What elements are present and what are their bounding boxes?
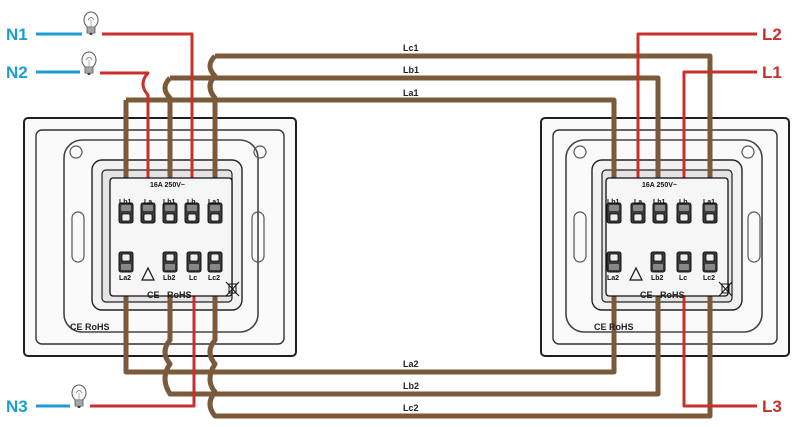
ce-rohs-mark: CE RoHS bbox=[594, 322, 634, 332]
weee-bin-icon bbox=[225, 281, 240, 297]
terminal-label: La bbox=[144, 199, 152, 206]
wire-n3-live bbox=[90, 263, 196, 408]
terminal-screw bbox=[140, 202, 156, 224]
rohs-mark: RoHS bbox=[167, 290, 192, 300]
wire-la2 bbox=[123, 258, 617, 375]
ce-mark: CE bbox=[640, 290, 653, 300]
ce-rohs-mark: CE RoHS bbox=[70, 322, 110, 332]
terminal-screw bbox=[162, 251, 178, 273]
wire-label-lb1: Lb1 bbox=[403, 65, 419, 75]
terminal-screw bbox=[652, 202, 668, 224]
terminal-label: La1 bbox=[703, 199, 715, 206]
terminal-label: Lb1 bbox=[119, 199, 132, 206]
wire-lb1 bbox=[170, 75, 661, 218]
switch-spec-label: 16A 250V~ bbox=[642, 182, 677, 189]
terminal-screw bbox=[207, 202, 223, 224]
terminal-label: La bbox=[634, 199, 642, 206]
terminal-l2: L2 bbox=[762, 25, 782, 44]
terminal-l3: L3 bbox=[762, 397, 782, 416]
wire-l1-live bbox=[682, 70, 757, 213]
terminal-n1: N1 bbox=[6, 25, 28, 44]
terminal-l1: L1 bbox=[762, 63, 782, 82]
rohs-mark: RoHS bbox=[660, 290, 685, 300]
terminal-label: Lc2 bbox=[703, 275, 715, 282]
wire-l3-live bbox=[682, 263, 757, 408]
terminal-screw bbox=[702, 202, 718, 224]
wire-label-la1: La1 bbox=[403, 88, 419, 98]
switch-spec-label: 16A 250V~ bbox=[150, 182, 185, 189]
wire-label-la2: La2 bbox=[403, 359, 419, 369]
terminal-label: Lb1 bbox=[653, 199, 666, 206]
terminal-label: Lb1 bbox=[163, 199, 176, 206]
terminal-n3: N3 bbox=[6, 397, 28, 416]
wire-label-lb2: Lb2 bbox=[403, 381, 419, 391]
terminal-label: Lc2 bbox=[208, 275, 220, 282]
terminal-n2: N2 bbox=[6, 63, 28, 82]
wire-n1-live bbox=[102, 32, 194, 213]
light-bulb-icon bbox=[83, 11, 99, 36]
terminal-screw bbox=[118, 202, 134, 224]
wire-label-lc1: Lc1 bbox=[403, 43, 419, 53]
terminal-screw bbox=[702, 251, 718, 273]
light-bulb-icon bbox=[71, 384, 87, 409]
terminal-screw bbox=[630, 202, 646, 224]
terminal-screw bbox=[162, 202, 178, 224]
ce-mark: CE bbox=[147, 290, 160, 300]
terminal-label: Lc bbox=[189, 275, 197, 282]
terminal-label: Lb2 bbox=[651, 275, 664, 282]
terminal-screw bbox=[650, 251, 666, 273]
wire-n2-live bbox=[100, 71, 150, 213]
switch-mechanism-right[interactable]: 16A 250V~ Lb1 La Lb1 Lb La1 La2 Lb2 Lc L… bbox=[594, 177, 733, 332]
wire-l2-live bbox=[636, 32, 757, 213]
terminal-screw bbox=[676, 251, 692, 273]
terminal-label: Lc bbox=[679, 275, 687, 282]
terminal-screw bbox=[184, 202, 200, 224]
wire-lc2 bbox=[207, 258, 713, 419]
terminal-screw bbox=[606, 202, 622, 224]
terminal-label: La2 bbox=[607, 275, 619, 282]
terminal-label: Lb bbox=[187, 199, 196, 206]
wire-label-lc2: Lc2 bbox=[403, 403, 419, 413]
terminal-label: La2 bbox=[119, 275, 131, 282]
terminal-label: Lb bbox=[679, 199, 688, 206]
wire-lc1 bbox=[215, 53, 713, 218]
switch-mechanism-left[interactable]: 16A 250V~ Lb1 La Lb1 Lb La1 La2 Lb2 Lc L… bbox=[70, 177, 240, 332]
terminal-screw bbox=[186, 251, 202, 273]
terminal-label: Lb1 bbox=[607, 199, 620, 206]
recycle-triangle-icon bbox=[629, 266, 643, 281]
terminal-screw bbox=[118, 251, 134, 273]
terminal-label: Lb2 bbox=[163, 275, 176, 282]
light-bulb-icon bbox=[81, 51, 97, 76]
recycle-triangle-icon bbox=[141, 266, 155, 281]
wire-lb2 bbox=[162, 258, 661, 397]
terminal-screw bbox=[676, 202, 692, 224]
terminal-screw bbox=[207, 251, 223, 273]
weee-bin-icon bbox=[718, 281, 733, 297]
terminal-screw bbox=[606, 251, 622, 273]
terminal-label: La1 bbox=[208, 199, 220, 206]
